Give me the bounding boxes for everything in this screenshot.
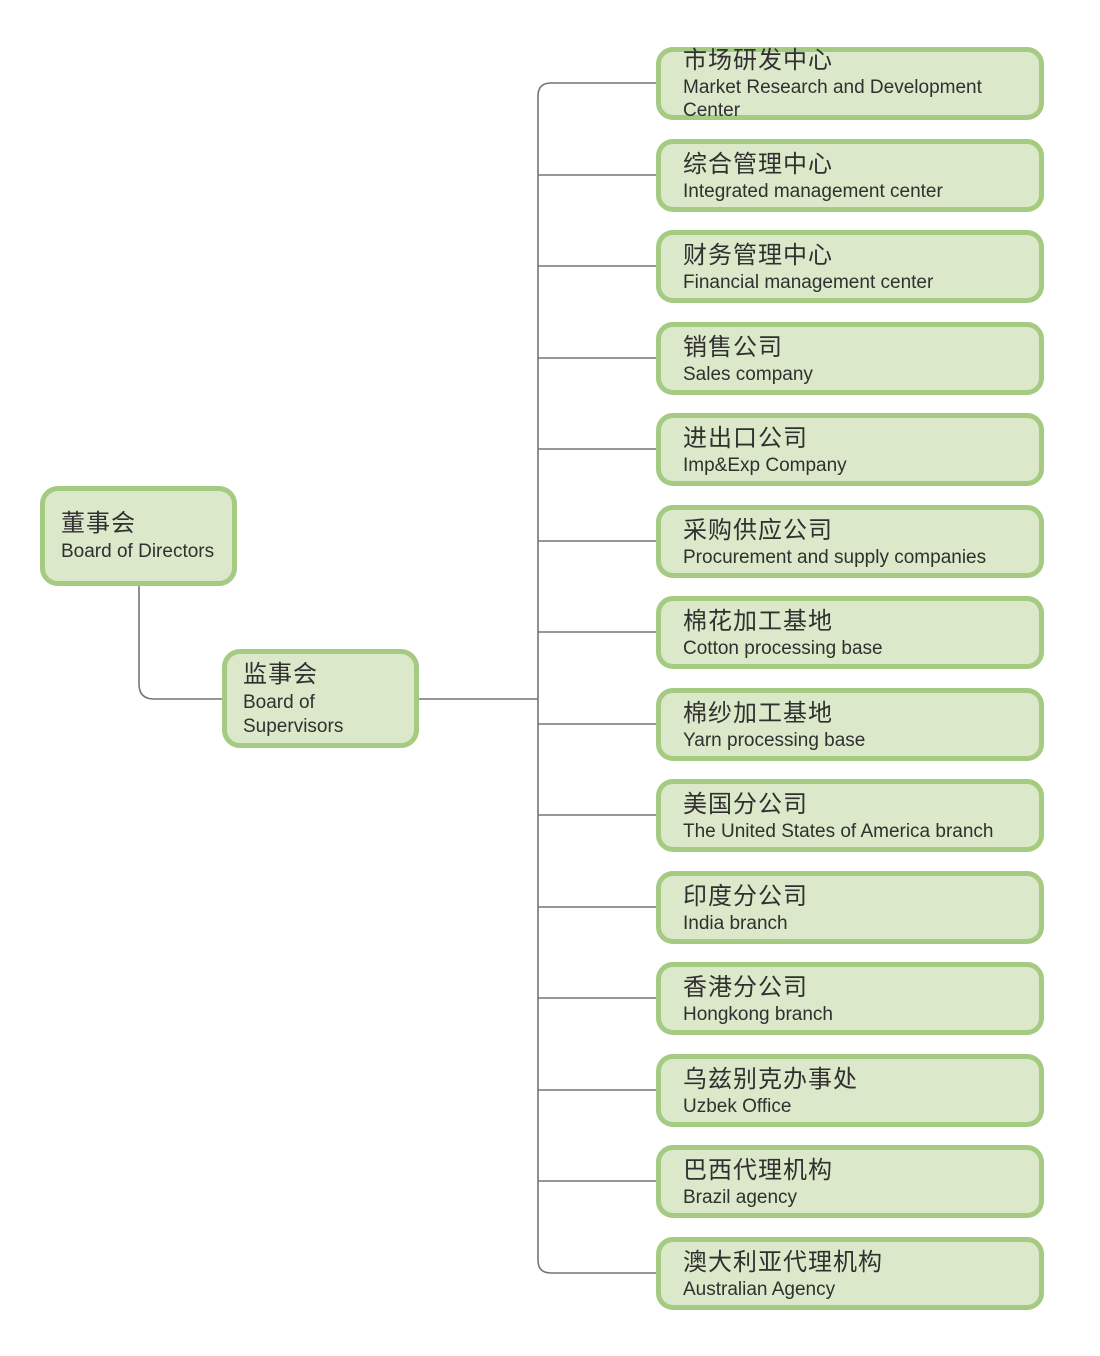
- org-node-dept: 印度分公司 India branch: [656, 871, 1044, 944]
- dept-name-en: The United States of America branch: [683, 820, 994, 842]
- dept-name-zh: 印度分公司: [683, 882, 808, 910]
- dept-name-en: Brazil agency: [683, 1186, 798, 1208]
- org-node-dept: 财务管理中心 Financial management center: [656, 230, 1044, 303]
- dept-name-en: Yarn processing base: [683, 729, 866, 751]
- node-title-zh: 董事会: [61, 510, 136, 537]
- org-node-dept: 香港分公司 Hongkong branch: [656, 962, 1044, 1035]
- dept-name-en: Hongkong branch: [683, 1003, 833, 1025]
- org-node-dept: 棉纱加工基地 Yarn processing base: [656, 688, 1044, 761]
- dept-name-zh: 进出口公司: [683, 424, 808, 452]
- org-node-dept: 美国分公司 The United States of America branc…: [656, 779, 1044, 852]
- dept-name-en: Market Research and Development Center: [683, 77, 982, 121]
- dept-name-en: Imp&Exp Company: [683, 454, 847, 476]
- dept-name-en: Uzbek Office: [683, 1095, 792, 1117]
- org-node-dept: 巴西代理机构 Brazil agency: [656, 1145, 1044, 1218]
- dept-name-zh: 巴西代理机构: [683, 1156, 833, 1184]
- org-node-dept: 综合管理中心 Integrated management center: [656, 139, 1044, 212]
- org-node-dept: 乌兹别克办事处 Uzbek Office: [656, 1054, 1044, 1127]
- dept-name-en: India branch: [683, 912, 788, 934]
- org-node-dept: 棉花加工基地 Cotton processing base: [656, 596, 1044, 669]
- org-node-dept: 进出口公司 Imp&Exp Company: [656, 413, 1044, 486]
- dept-name-en: Integrated management center: [683, 180, 943, 202]
- dept-name-en: Financial management center: [683, 271, 934, 293]
- org-node-dept: 市场研发中心 Market Research and Development C…: [656, 47, 1044, 121]
- org-node-board-of-supervisors: 监事会 Board of Supervisors: [222, 649, 419, 748]
- dept-name-en: Sales company: [683, 363, 813, 385]
- org-node-dept: 采购供应公司 Procurement and supply companies: [656, 505, 1044, 578]
- org-node-dept: 澳大利亚代理机构 Australian Agency: [656, 1237, 1044, 1310]
- connector-trunk: [537, 82, 657, 1274]
- node-title-en: Board of Directors: [61, 541, 215, 562]
- dept-name-zh: 综合管理中心: [683, 150, 833, 178]
- dept-name-zh: 乌兹别克办事处: [683, 1065, 858, 1093]
- dept-name-zh: 澳大利亚代理机构: [683, 1248, 883, 1276]
- dept-name-zh: 销售公司: [683, 333, 783, 361]
- node-title-zh: 监事会: [243, 660, 318, 688]
- dept-name-en: Cotton processing base: [683, 637, 883, 659]
- connector-root-to-supervisor: [138, 586, 222, 700]
- org-node-board-of-directors: 董事会 Board of Directors: [40, 486, 237, 586]
- dept-name-zh: 财务管理中心: [683, 241, 833, 269]
- dept-name-zh: 市场研发中心: [683, 47, 833, 74]
- dept-name-en: Australian Agency: [683, 1278, 836, 1300]
- org-node-dept: 销售公司 Sales company: [656, 322, 1044, 395]
- dept-name-en: Procurement and supply companies: [683, 546, 987, 568]
- dept-name-zh: 棉纱加工基地: [683, 699, 833, 727]
- dept-name-zh: 棉花加工基地: [683, 607, 833, 635]
- dept-name-zh: 美国分公司: [683, 790, 808, 818]
- dept-name-zh: 采购供应公司: [683, 516, 833, 544]
- node-title-en: Board of Supervisors: [243, 691, 344, 737]
- dept-name-zh: 香港分公司: [683, 973, 808, 1001]
